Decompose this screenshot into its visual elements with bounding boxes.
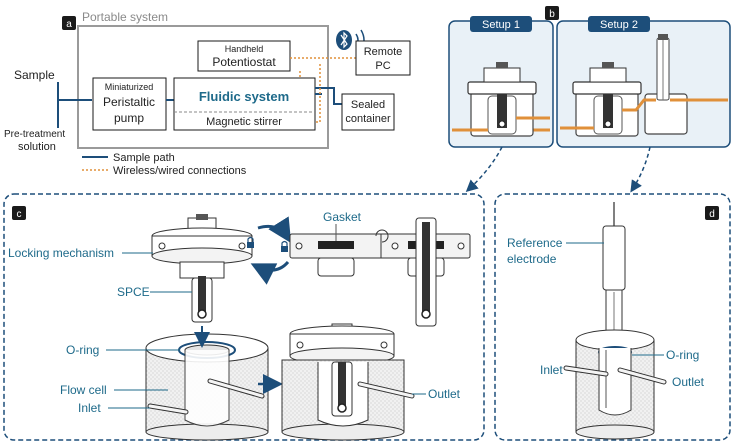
panel-d-badge: d (709, 209, 715, 220)
legend-connections: Wireless/wired connections (113, 165, 247, 177)
panel-c-badge: c (17, 209, 22, 220)
inlet-label-d: Inlet (540, 363, 563, 377)
pump-label-2: Peristaltic (103, 95, 155, 109)
rotate-arrow-icon-2 (250, 260, 290, 285)
pretreatment-label-1: Pre-treatment (4, 129, 65, 140)
magnetic-stirrer-label: Magnetic stirrer (206, 116, 282, 128)
inlet-label-c: Inlet (78, 401, 101, 415)
reference-electrode-cell (563, 202, 667, 440)
remote-pc-label-1: Remote (364, 46, 403, 58)
setup1-label: Setup 1 (482, 19, 520, 31)
panel-d: d Reference electrode Inlet O-ring Outle… (494, 193, 731, 441)
sealed-container-label-2: container (345, 113, 391, 125)
outlet-label-c: Outlet (428, 387, 461, 401)
pretreatment-label-2: solution (18, 141, 56, 153)
potentiostat-label-2: Potentiostat (212, 55, 276, 69)
locking-mechanism-label: Locking mechanism (8, 246, 114, 260)
panel-d-badge-bg (705, 206, 719, 220)
fluidic-to-container (315, 87, 342, 105)
panel-c: c (3, 193, 485, 441)
lock-icon (247, 236, 288, 252)
pump-label-1: Miniaturized (105, 82, 154, 92)
setup1-tab (470, 16, 532, 32)
fluidic-system-box (173, 77, 316, 131)
pump-box (92, 77, 167, 131)
sealed-container-label-1: Sealed (351, 99, 385, 111)
rotate-arrow-icon (257, 216, 292, 244)
pump-label-3: pump (114, 111, 144, 125)
potentiostat-box (197, 40, 291, 72)
reference-label-1: Reference (507, 236, 563, 250)
setup2-cell (560, 34, 728, 137)
panel-c-badge-bg (12, 206, 26, 220)
remote-pc-box (355, 40, 411, 76)
setup1-cell (452, 62, 550, 137)
panel-b-badge: b (549, 9, 555, 20)
stirrer-connection (315, 64, 321, 123)
flow-cell-assembled (281, 323, 415, 441)
outlet-label-d: Outlet (672, 375, 705, 389)
arrow-setup1-to-c (465, 146, 503, 193)
gasket-label: Gasket (323, 210, 362, 224)
panel-a: a Portable system Sample Pre-treatment s… (4, 10, 411, 177)
sample-label: Sample (14, 68, 55, 82)
arrow-setup2-to-d (630, 146, 651, 193)
panel-c-frame (3, 193, 485, 441)
locking-mechanism-part (151, 214, 253, 323)
bluetooth-icon (336, 30, 352, 50)
gasket-bar (289, 217, 471, 327)
panel-a-badge-bg (62, 16, 76, 30)
spce-label: SPCE (117, 285, 150, 299)
panel-a-badge: a (66, 19, 72, 30)
setup2-label: Setup 2 (600, 19, 638, 31)
remote-pc-label-2: PC (375, 60, 390, 72)
flow-cell-label: Flow cell (60, 383, 107, 397)
fluidic-system-label: Fluidic system (199, 89, 289, 104)
setup2-tab (588, 16, 650, 32)
reference-label-2: electrode (507, 252, 557, 266)
panel-b: Setup 1 Setup 2 b (448, 6, 731, 193)
o-ring-label-d: O-ring (666, 348, 699, 362)
flow-cell-left (145, 333, 269, 441)
legend-sample-path: Sample path (113, 152, 175, 164)
portable-system-label: Portable system (82, 10, 168, 24)
panel-b-badge-bg (545, 6, 559, 20)
o-ring-label: O-ring (66, 343, 99, 357)
potentiostat-label-1: Handheld (225, 44, 264, 54)
sealed-container-box (341, 93, 395, 131)
panel-d-frame (494, 193, 731, 441)
